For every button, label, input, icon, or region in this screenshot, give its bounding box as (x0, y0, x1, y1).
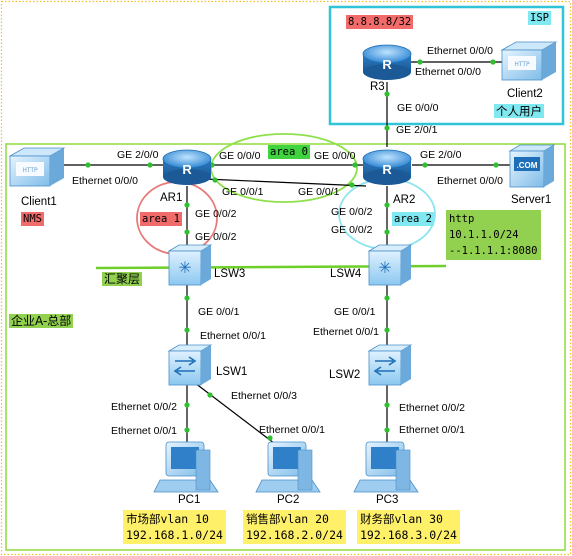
client2-port-label: Ethernet 0/0/0 (415, 66, 481, 78)
isp-label: ISP (528, 11, 551, 25)
ar1-port-ar2-top-label: GE 0/0/0 (219, 150, 261, 162)
pc2-dept: 销售部vlan 20 (246, 512, 329, 526)
svg-text:HTTP: HTTP (514, 61, 530, 68)
ar1-port-client1-label: GE 2/0/0 (117, 149, 159, 161)
pc3-port-label: Ethernet 0/0/1 (399, 424, 465, 436)
svg-text:R: R (382, 57, 392, 72)
ar1-name: AR1 (160, 192, 183, 204)
pc3-dept: 财务部vlan 30 (360, 512, 443, 526)
http-note-line-3: --1.1.1.1:8080 (449, 245, 538, 257)
lsw2-port-up-label: Ethernet 0/0/1 (313, 326, 379, 338)
r3-port-down-label: GE 0/0/0 (397, 102, 439, 114)
aggregation-layer-tag: 汇聚层 (102, 272, 143, 286)
ar1-port-down-1-label: GE 0/0/2 (195, 208, 237, 220)
client2-icon[interactable]: HTTP (500, 41, 558, 81)
pc3-icon[interactable] (353, 441, 419, 493)
ar1-port-down-2-label: GE 0/0/2 (195, 231, 237, 243)
area1-tag: area 1 (140, 212, 182, 226)
router-ar1-icon[interactable]: R (162, 149, 212, 185)
server1-name: Server1 (511, 194, 552, 206)
ar2-port-server-label: GE 2/0/0 (420, 149, 462, 161)
router-ar2-icon[interactable]: R (362, 149, 412, 185)
svg-text:.COM: .COM (517, 161, 538, 170)
lsw1-port-up-label: Ethernet 0/0/1 (200, 330, 266, 342)
pc2-port-label: Ethernet 0/0/1 (259, 424, 325, 436)
ar2-port-ar1-bottom-label: GE 0/0/1 (298, 186, 340, 198)
pc3-subnet: 192.168.3.0/24 (360, 528, 457, 542)
area2-tag: area 2 (392, 212, 434, 226)
client1-port-label: Ethernet 0/0/0 (72, 175, 138, 187)
http-note-line-2: 10.1.1.0/24 (449, 229, 519, 241)
pc2-name: PC2 (277, 494, 300, 506)
ar1-port-ar2-bottom-label: GE 0/0/1 (222, 186, 264, 198)
ar2-port-ar1-top-label: GE 0/0/0 (314, 150, 356, 162)
http-note-line-1: http (449, 213, 475, 225)
lsw2-name: LSW2 (329, 369, 361, 381)
ar2-name: AR2 (393, 194, 416, 206)
personal-user-tag: 个人用户 (494, 104, 544, 118)
ar2-uplink-port-label: GE 2/0/1 (396, 124, 438, 136)
isp-public-ip-tag: 8.8.8.8/32 (346, 15, 414, 29)
router-r3-icon[interactable]: R (362, 44, 412, 80)
ar2-port-down-2-label: GE 0/0/2 (331, 224, 373, 236)
switch-lsw2-icon[interactable] (367, 344, 413, 386)
pc1-port-label: Ethernet 0/0/1 (111, 425, 177, 437)
lsw3-name: LSW3 (214, 268, 246, 280)
server1-icon[interactable]: .COM (508, 144, 556, 188)
svg-text:HTTP: HTTP (22, 167, 38, 174)
ar2-port-down-1-label: GE 0/0/2 (331, 206, 373, 218)
hq-boundary (5, 143, 566, 551)
svg-text:R: R (382, 162, 392, 177)
client2-name: Client2 (507, 88, 543, 100)
http-note: http 10.1.1.0/24 --1.1.1.1:8080 (446, 210, 541, 260)
client1-icon[interactable]: HTTP (8, 147, 66, 187)
svg-text:R: R (182, 162, 192, 177)
isp-boundary (328, 5, 565, 126)
pc1-name: PC1 (178, 494, 201, 506)
pc2-subnet: 192.168.2.0/24 (246, 528, 343, 542)
server1-port-label: Ethernet 0/0/0 (437, 175, 503, 187)
pc1-subnet: 192.168.1.0/24 (126, 528, 223, 542)
pc3-name: PC3 (376, 494, 399, 506)
lsw4-port-down-label: GE 0/0/1 (334, 306, 376, 318)
lsw3-port-down-label: GE 0/0/1 (198, 306, 240, 318)
area0-tag: area 0 (268, 145, 310, 159)
lsw1-port-pc1-label: Ethernet 0/0/2 (111, 401, 177, 413)
hq-name-tag: 企业A-总部 (9, 314, 74, 328)
client1-name: Client1 (21, 196, 57, 208)
r3-port-client2-label: Ethernet 0/0/0 (427, 45, 493, 57)
link-ar1-ar2-bottom (204, 178, 367, 187)
nms-tag: NMS (21, 212, 44, 226)
pc1-dept: 市场部vlan 10 (126, 512, 209, 526)
lsw2-port-pc3-label: Ethernet 0/0/2 (399, 402, 465, 414)
lsw1-port-pc2-label: Ethernet 0/0/3 (231, 390, 297, 402)
pc2-vlan-note: 销售部vlan 20 192.168.2.0/24 (243, 510, 346, 544)
switch-lsw1-icon[interactable] (167, 344, 213, 386)
switch-lsw4-icon[interactable]: ✳ (367, 244, 413, 286)
pc2-icon[interactable] (255, 441, 321, 493)
pc1-icon[interactable] (153, 441, 219, 493)
pc3-vlan-note: 财务部vlan 30 192.168.3.0/24 (357, 510, 460, 544)
pc1-vlan-note: 市场部vlan 10 192.168.1.0/24 (123, 510, 226, 544)
switch-lsw3-icon[interactable]: ✳ (167, 244, 213, 286)
lsw1-name: LSW1 (216, 366, 248, 378)
svg-text:✳: ✳ (378, 258, 391, 277)
svg-text:✳: ✳ (178, 258, 191, 277)
lsw4-name: LSW4 (330, 268, 362, 280)
r3-name: R3 (370, 81, 385, 93)
link-dots (85, 59, 499, 441)
